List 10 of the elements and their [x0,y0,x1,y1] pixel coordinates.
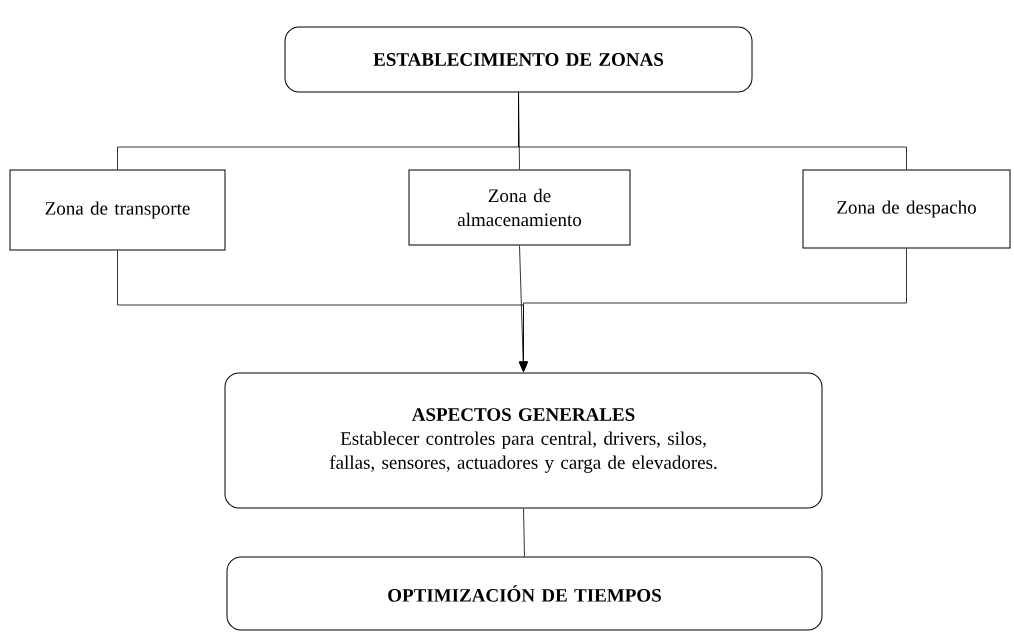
title-box: ESTABLECIMIENTO DE ZONAS [284,26,753,93]
connector-line [518,92,520,170]
zone-box: Zona de almacenamiento [408,169,631,246]
process-box: ASPECTOS GENERALES Establecer controles para central, drivers, silos, fallas, sensores, actuadores y carga de elevadores. [224,372,823,509]
connector-line [518,92,907,170]
zone-box: Zona de transporte [9,169,226,251]
zone-box: Zona de despacho [802,169,1011,249]
connector-line [523,508,525,557]
arrow [519,248,907,372]
result-box: OPTIMIZACIÓN DE TIEMPOS [226,556,823,631]
